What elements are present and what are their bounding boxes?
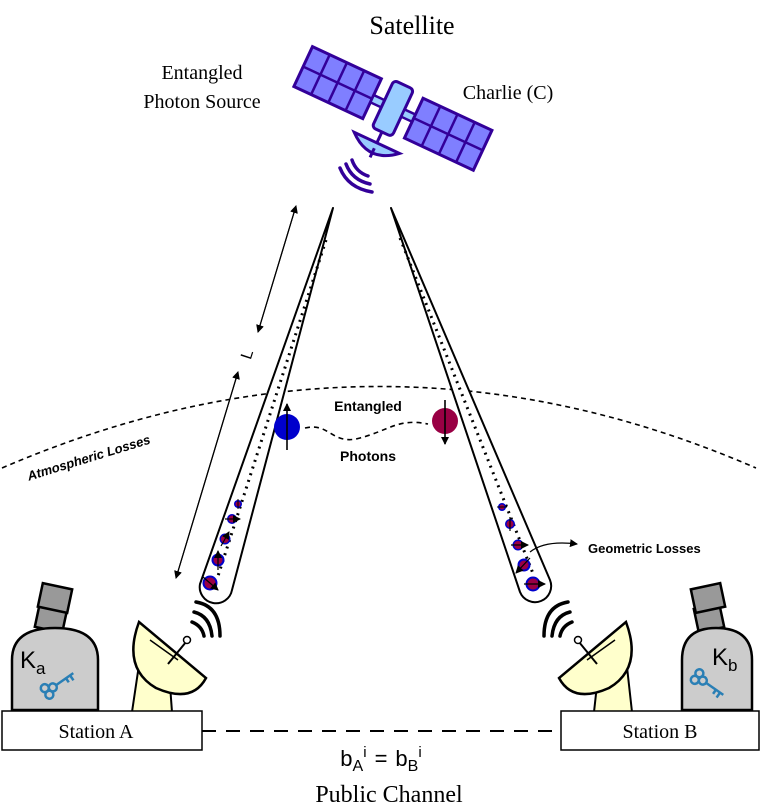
station-b-box	[560, 710, 760, 751]
source-label-line1: Entangled	[161, 62, 242, 84]
antenna-dish-icon	[130, 619, 208, 713]
entangled-label-bottom: Photons	[340, 448, 396, 464]
antenna-dish-icon	[557, 619, 634, 713]
entangled-photon-red	[432, 400, 458, 445]
station-b-key-label: Kb	[712, 644, 737, 675]
left-beam-photons	[202, 499, 242, 591]
detector-icon	[10, 581, 100, 712]
entangled-photon-blue	[274, 403, 300, 450]
source-label-line2: Photon Source	[143, 91, 260, 113]
right-beam	[390, 207, 553, 604]
photon-icon	[524, 576, 546, 592]
station-a-key-label: Ka	[20, 647, 46, 678]
photon-icon	[515, 557, 531, 574]
station-b-label: Station B	[622, 721, 697, 743]
right-solar-panel	[402, 96, 494, 173]
key-icon	[39, 672, 75, 700]
photon-icon	[511, 539, 529, 551]
basis-equation: bAi=bBi	[340, 744, 421, 775]
atmosphere-boundary	[1, 385, 757, 469]
photon-icon	[234, 499, 242, 509]
satellite-icon	[291, 44, 494, 173]
charlie-label: Charlie (C)	[463, 82, 554, 104]
photon-icon	[202, 575, 219, 591]
satellite-title: Satellite	[369, 11, 454, 40]
geometric-losses-arrow	[529, 539, 578, 553]
station-a-box	[1, 710, 203, 751]
left-beam	[198, 207, 334, 605]
entangled-label-top: Entangled	[334, 398, 402, 414]
photon-icon	[225, 514, 241, 524]
photon-icon	[505, 517, 515, 531]
geometric-losses-label: Geometric Losses	[588, 541, 701, 556]
satellite-signal-waves-icon	[338, 158, 374, 194]
photon-icon	[211, 550, 225, 570]
signal-waves-icon	[542, 600, 574, 638]
distance-label: L	[238, 348, 257, 362]
right-beam-photons	[497, 503, 546, 592]
detector-icon	[680, 581, 754, 712]
distance-arrow: L	[174, 205, 298, 579]
photon-icon	[219, 531, 231, 547]
signal-waves-icon	[190, 600, 222, 638]
photon-icon	[497, 503, 507, 511]
public-channel-label: Public Channel	[315, 782, 463, 808]
station-a-label: Station A	[58, 721, 134, 743]
left-solar-panel	[291, 44, 384, 121]
key-icon	[689, 668, 725, 699]
atmosphere-label: Atmospheric Losses	[24, 432, 152, 484]
entanglement-link	[304, 421, 429, 441]
